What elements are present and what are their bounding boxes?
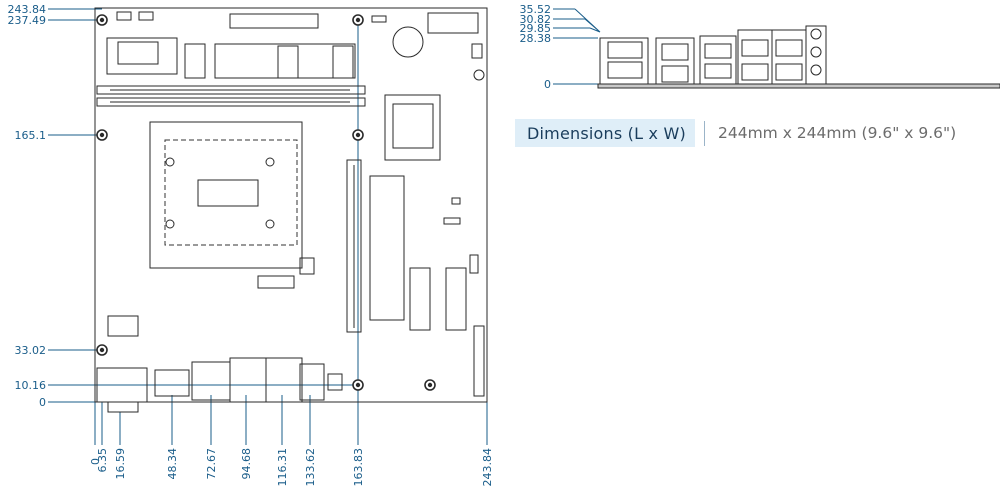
mounting-holes (96, 14, 436, 391)
misc-components (107, 197, 485, 397)
dimensions-separator (704, 121, 705, 146)
dim-bottom-0: 0 (89, 458, 102, 465)
dim-left-33-02: 33.02 (15, 344, 47, 357)
dim-io-30-82: 30.82 (520, 13, 552, 26)
bottom-dimension-lines (94, 20, 488, 445)
dim-bottom-116-31: 116.31 (276, 448, 289, 487)
rear-io-connectors (96, 357, 343, 413)
pcie-slot (346, 159, 479, 333)
top-headers (116, 11, 485, 81)
dimensions-label-box: Dimensions (L x W) (515, 119, 695, 147)
dimensions-label: Dimensions (L x W) (527, 123, 686, 143)
dim-bottom-243-84: 243.84 (481, 448, 494, 487)
chipset (384, 94, 441, 161)
bottom-dimension-labels: 0 6.35 16.59 48.34 72.67 94.68 116.31 13… (89, 448, 494, 487)
dim-left-0: 0 (39, 396, 46, 409)
dim-left-10-16: 10.16 (15, 379, 47, 392)
dim-bottom-16-59: 16.59 (114, 448, 127, 480)
dimm-slots (96, 85, 366, 107)
m2-sockets-top (106, 37, 356, 79)
io-dimension-labels: 35.52 30.82 29.85 28.38 0 (520, 3, 552, 91)
dim-left-165-1: 165.1 (15, 129, 47, 142)
dim-bottom-48-34: 48.34 (166, 448, 179, 480)
dim-io-28-38: 28.38 (520, 32, 552, 45)
dim-left-243-84: 243.84 (8, 3, 47, 16)
dim-bottom-94-68: 94.68 (240, 448, 253, 480)
cpu-socket (149, 121, 303, 269)
dim-io-29-85: 29.85 (520, 22, 552, 35)
dim-bottom-133-62: 133.62 (304, 448, 317, 487)
dim-bottom-163-83: 163.83 (352, 448, 365, 487)
board-outline (94, 7, 488, 403)
io-panel-view (553, 8, 1000, 89)
dim-bottom-72-67: 72.67 (205, 448, 218, 480)
left-dimension-lines (48, 8, 487, 403)
dim-io-35-52: 35.52 (520, 3, 552, 16)
dim-left-237-49: 237.49 (8, 14, 47, 27)
dimensions-value: 244mm x 244mm (9.6" x 9.6") (718, 124, 957, 142)
left-dimension-labels: 243.84 237.49 165.1 33.02 10.16 0 (8, 3, 47, 409)
dim-bottom-6-35: 6.35 (96, 448, 109, 473)
dim-io-0: 0 (544, 78, 551, 91)
